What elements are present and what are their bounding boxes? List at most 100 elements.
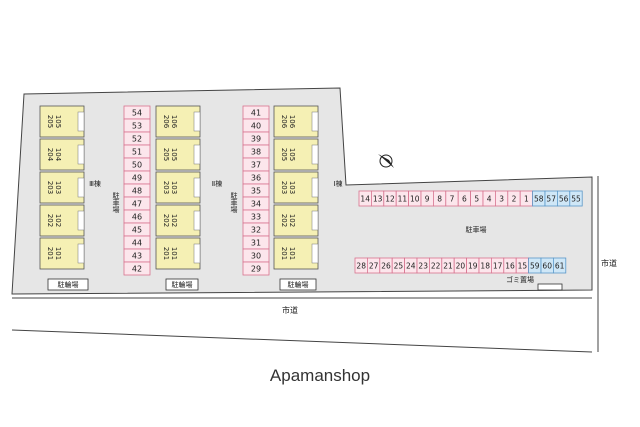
parking-space-number: 61: [555, 262, 565, 271]
parking-space-number: 34: [251, 200, 261, 209]
room-number: 101: [170, 247, 178, 260]
room-number: 205: [162, 148, 170, 161]
parking-label-right: 駐車場: [466, 225, 487, 234]
building-unit: [39, 237, 85, 270]
balcony: [311, 210, 319, 231]
room-number: 105: [288, 148, 296, 161]
building-unit: [155, 204, 201, 237]
parking-space-number: 43: [132, 252, 142, 261]
building-unit: [273, 105, 319, 138]
parking-space-number: 45: [132, 226, 142, 235]
parking-space-number: 30: [251, 252, 261, 261]
room-number: 206: [280, 115, 288, 129]
parking-space-accessible: [553, 257, 567, 274]
building-unit: [39, 171, 85, 204]
parking-space-number: 2: [512, 195, 517, 204]
parking-space-number: 59: [530, 262, 540, 271]
balcony: [77, 243, 85, 264]
parking-label-left: 駐車場: [112, 191, 120, 214]
parking-space-number: 11: [398, 195, 408, 204]
parking-space-number: 41: [251, 109, 261, 118]
parking-space-number: 24: [406, 262, 416, 271]
parking-space-number: 26: [381, 262, 391, 271]
svg-text:駐輪場: 駐輪場: [58, 280, 79, 289]
room-number: 201: [162, 247, 170, 260]
building-1-label: Ⅰ棟: [333, 179, 342, 188]
balcony: [311, 144, 319, 165]
room-number: 203: [162, 181, 170, 194]
parking-space-number: 9: [425, 195, 430, 204]
room-number: 101: [54, 247, 62, 260]
parking-space-number: 28: [356, 262, 366, 271]
room-number: 202: [162, 214, 170, 227]
parking-space-number: 1: [524, 195, 529, 204]
parking-space-number: 18: [480, 262, 490, 271]
parking-space-number: 53: [132, 122, 142, 131]
room-number: 202: [280, 214, 288, 227]
room-number: 204: [46, 148, 54, 162]
room-number: 104: [54, 148, 62, 162]
building-unit: [273, 204, 319, 237]
parking-space-number: 40: [251, 122, 261, 131]
room-number: 202: [46, 214, 54, 227]
room-number: 105: [170, 148, 178, 161]
building-unit: [39, 204, 85, 237]
parking-space: [123, 261, 151, 276]
parking-space-number: 35: [251, 187, 261, 196]
balcony: [77, 111, 85, 132]
parking-label-middle: 駐車場: [230, 191, 238, 214]
parking-space-number: 37: [251, 161, 261, 170]
parking-space-number: 38: [251, 148, 261, 157]
road-edge-lower: [11, 329, 593, 353]
parking-space-number: 8: [437, 195, 442, 204]
balcony: [311, 111, 319, 132]
balcony: [193, 243, 201, 264]
parking-space-number: 48: [132, 187, 142, 196]
parking-space-number: 14: [360, 195, 370, 204]
parking-space-number: 13: [373, 195, 383, 204]
parking-space-number: 3: [499, 195, 504, 204]
parking-space-number: 21: [443, 262, 453, 271]
room-number: 205: [280, 148, 288, 161]
parking-space-number: 27: [369, 262, 379, 271]
parking-space-number: 23: [418, 262, 428, 271]
building-unit: [155, 171, 201, 204]
balcony: [193, 210, 201, 231]
balcony: [77, 144, 85, 165]
room-number: 103: [170, 181, 178, 194]
garbage-area: [537, 283, 563, 291]
north-arrow-icon: [378, 154, 394, 168]
room-number: 106: [288, 115, 296, 129]
parking-space-number: 31: [251, 239, 261, 248]
room-number: 103: [54, 181, 62, 194]
balcony: [311, 243, 319, 264]
building-unit: [155, 237, 201, 270]
parking-space-number: 47: [132, 200, 142, 209]
parking-space-number: 17: [493, 262, 503, 271]
balcony: [193, 177, 201, 198]
parking-space-number: 50: [132, 161, 142, 170]
watermark: Apamanshop: [269, 366, 371, 385]
room-number: 203: [280, 181, 288, 194]
road-label: 市道: [282, 305, 298, 315]
parking-space-number: 39: [251, 135, 261, 144]
parking-space-number: 4: [487, 195, 492, 204]
room-number: 102: [288, 214, 296, 227]
parking-space-number: 58: [534, 195, 544, 204]
room-number: 102: [170, 214, 178, 227]
balcony: [77, 210, 85, 231]
building-unit: [273, 138, 319, 171]
room-number: 201: [46, 247, 54, 260]
garbage-label: ゴミ置場: [506, 275, 534, 284]
parking-space-number: 51: [132, 148, 142, 157]
parking-space-number: 42: [132, 265, 142, 274]
parking-space-number: 29: [251, 265, 261, 274]
parking-space-number: 32: [251, 226, 261, 235]
parking-space-number: 60: [542, 262, 552, 271]
